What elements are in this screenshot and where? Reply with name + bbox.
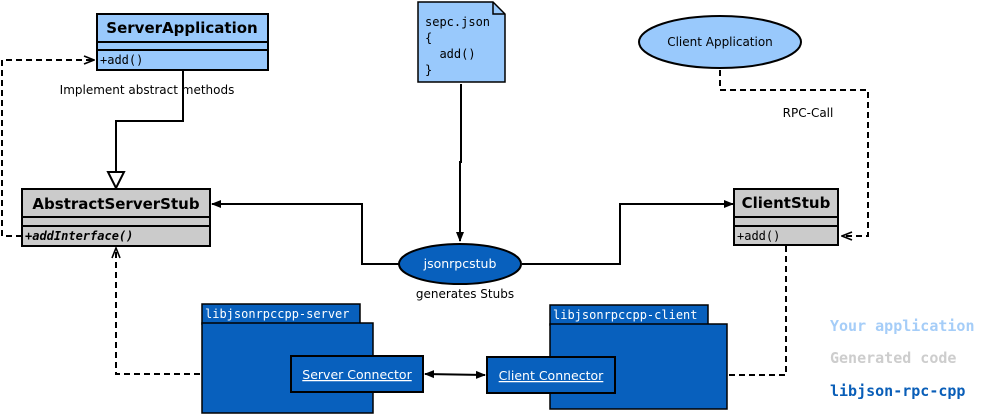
implement-label: Implement abstract methods [60, 83, 235, 97]
spec-file-line: } [425, 63, 432, 77]
server-application-class[interactable]: ServerApplication +add() [96, 13, 269, 71]
rpc-call-edge [719, 70, 869, 236]
server-package[interactable]: libjsonrpccpp-server Server Connector [201, 303, 424, 414]
server-connector-label: Server Connector [302, 367, 412, 382]
legend: Your application Generated code libjson-… [830, 317, 975, 400]
abstract-server-stub-title: AbstractServerStub [32, 195, 199, 213]
legend-libjson-rpc-cpp: libjson-rpc-cpp [830, 382, 965, 400]
spec-file-line: add() [425, 47, 476, 61]
legend-your-application: Your application [830, 317, 975, 335]
client-application-node[interactable]: Client Application [638, 15, 802, 69]
spec-file-note[interactable]: sepc.json { add() } [417, 1, 506, 83]
client-stub-title: ClientStub [742, 194, 831, 212]
server-application-method: +add() [100, 53, 143, 67]
client-stub-method: +add() [737, 229, 780, 243]
abstract-server-stub-class[interactable]: AbstractServerStub +addInterface() [21, 188, 211, 247]
server-connector-box[interactable] [290, 355, 424, 393]
server-application-title: ServerApplication [106, 19, 257, 37]
connector-to-server-stub-edge [116, 248, 290, 375]
generates-label: generates Stubs [416, 287, 514, 301]
spec-file-line: sepc.json [425, 15, 490, 29]
generator-to-server-stub-edge [211, 200, 400, 265]
server-package-tab: libjsonrpccpp-server [205, 307, 350, 321]
connector-bidirectional-edge [424, 370, 486, 379]
jsonrpcstub-label: jsonrpcstub [423, 256, 497, 271]
abstract-server-stub-method: +addInterface() [25, 229, 133, 243]
generator-to-client-stub-edge [522, 200, 734, 265]
client-connector-box[interactable] [486, 356, 616, 394]
jsonrpcstub-node[interactable]: jsonrpcstub [398, 243, 522, 285]
spec-to-generator-edge [456, 84, 464, 242]
rpc-call-label: RPC-Call [783, 106, 834, 120]
client-connector-label: Client Connector [499, 368, 604, 383]
client-package-tab: libjsonrpccpp-client [553, 308, 698, 322]
inheritance-edge [106, 70, 184, 191]
legend-generated-code: Generated code [830, 349, 956, 367]
client-stub-class[interactable]: ClientStub +add() [733, 188, 839, 246]
implement-dashed-edge [1, 60, 94, 237]
spec-file-line: { [425, 31, 432, 45]
client-package[interactable]: libjsonrpccpp-client Client Connector [486, 304, 728, 410]
client-application-label: Client Application [667, 35, 773, 49]
